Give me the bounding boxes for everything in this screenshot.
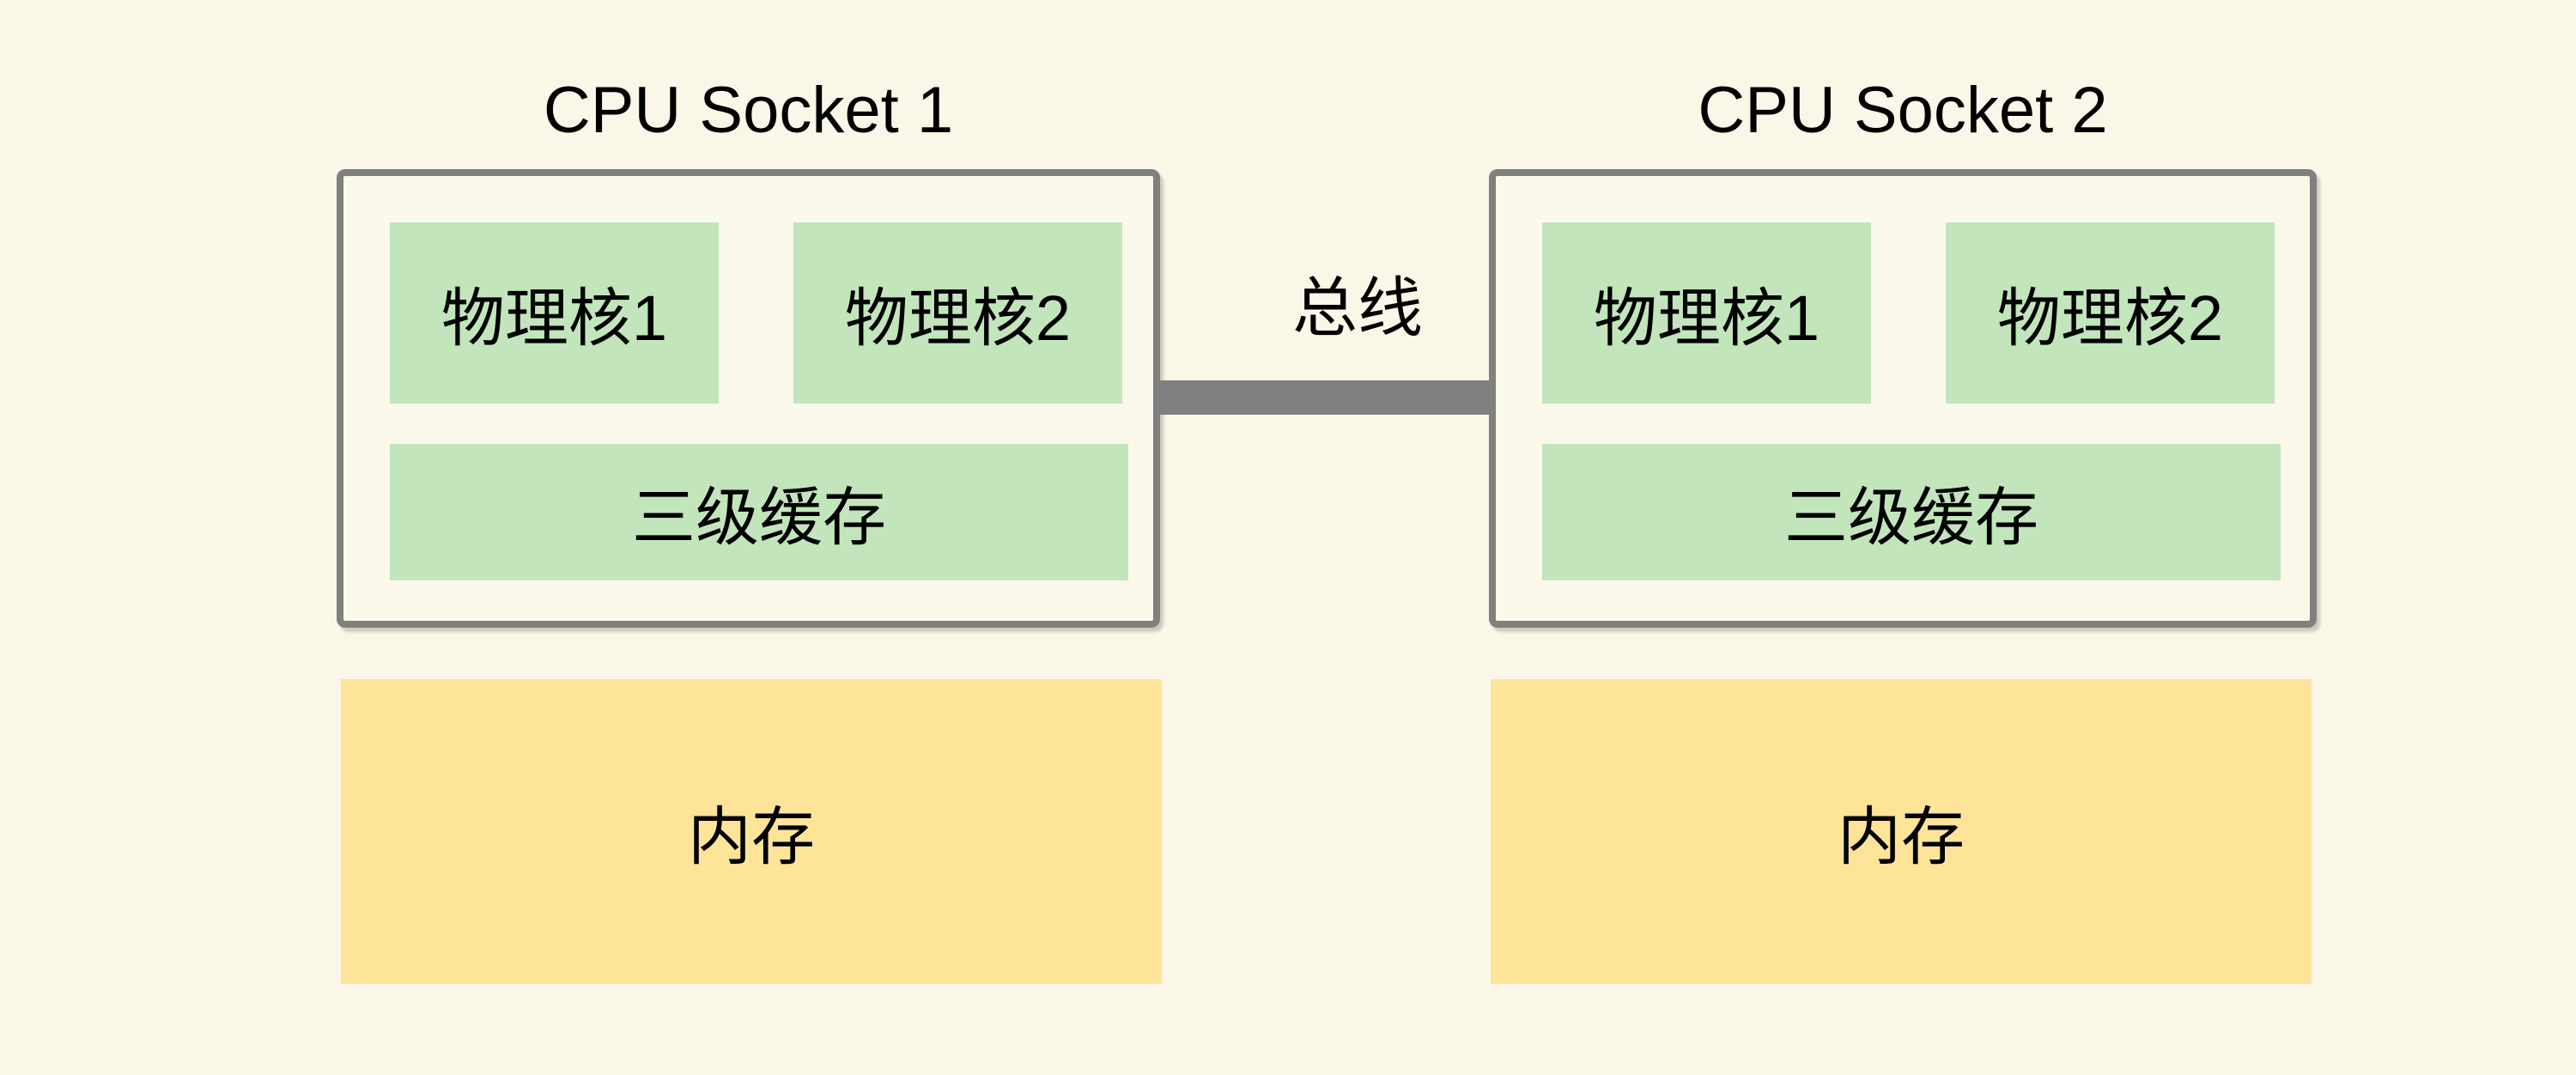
bus-connector-line xyxy=(1157,380,1492,415)
socket1-title: CPU Socket 1 xyxy=(543,74,954,147)
socket1-box: 物理核1 物理核2 三级缓存 xyxy=(337,169,1160,628)
bus-label: 总线 xyxy=(1292,272,1423,345)
socket1-core2-block: 物理核2 xyxy=(793,222,1122,404)
socket1-memory-block: 内存 xyxy=(341,679,1162,984)
socket1-core1-block: 物理核1 xyxy=(390,222,719,404)
socket2-core1-block: 物理核1 xyxy=(1542,222,1871,404)
socket1-l3-cache-block: 三级缓存 xyxy=(390,444,1128,580)
socket2-title: CPU Socket 2 xyxy=(1698,74,2108,147)
socket2-l3-cache-block: 三级缓存 xyxy=(1542,444,2281,580)
socket2-memory-block: 内存 xyxy=(1491,679,2312,984)
socket2-core2-block: 物理核2 xyxy=(1946,222,2275,404)
socket2-box: 物理核1 物理核2 三级缓存 xyxy=(1489,169,2317,628)
